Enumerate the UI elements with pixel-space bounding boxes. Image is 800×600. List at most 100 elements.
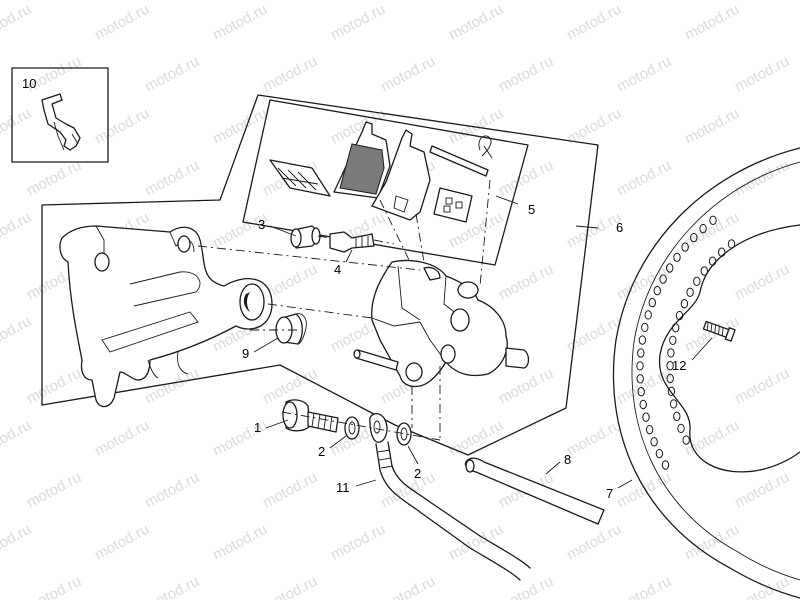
disc-hole: [669, 335, 677, 345]
callout-3: 3: [258, 217, 265, 232]
brake-pads-group-frame: [242, 99, 529, 266]
callout-12: 12: [672, 358, 686, 373]
disc-vent-holes: [636, 215, 736, 470]
watermark-text: motod.ru: [142, 157, 202, 200]
disc-hole: [659, 274, 667, 284]
watermark-text: motod.ru: [614, 573, 674, 600]
disc-hole: [648, 297, 656, 308]
watermark-text: motod.ru: [92, 1, 152, 44]
callout-9: 9: [242, 346, 249, 361]
watermark-text: motod.ru: [564, 1, 624, 44]
disc-hole: [641, 322, 649, 333]
disc-hole: [638, 335, 647, 345]
disc-hole: [690, 232, 698, 243]
watermark-text: motod.ru: [496, 157, 556, 200]
caliper-bolt-3: [290, 225, 321, 249]
disc-hole: [667, 386, 676, 396]
disc-hole: [727, 239, 736, 249]
watermark-text: motod.ru: [92, 521, 152, 564]
callout-7: 7: [606, 486, 613, 501]
disc-hole: [639, 399, 647, 410]
disc-hole: [680, 299, 689, 309]
disc-hole: [709, 215, 717, 226]
watermark-text: motod.ru: [446, 521, 506, 564]
pad-pin: [429, 135, 493, 177]
watermark-text: motod.ru: [496, 365, 556, 408]
caliper-bracket: [59, 225, 273, 408]
watermark-text: motod.ru: [142, 469, 202, 512]
callout-11: 10: [22, 76, 36, 91]
disc-hole: [645, 424, 654, 435]
breather-hose: [464, 457, 605, 525]
callout-8: 8: [564, 452, 571, 467]
disc-hole: [636, 361, 644, 371]
callout-labels: 10 3 4 5 6 9 1 2 2 11 8 7 12: [22, 76, 686, 501]
disc-hole: [718, 247, 726, 257]
watermark-text: motod.ru: [446, 105, 506, 148]
watermark-text: motod.ru: [732, 261, 792, 304]
watermark-text: motod.ru: [378, 573, 438, 600]
callout-1: 1: [254, 420, 261, 435]
disc-hole: [673, 411, 681, 421]
watermark-text: motod.ru: [446, 1, 506, 44]
watermark-text: motod.ru: [732, 469, 792, 512]
watermark-text: motod.ru: [0, 313, 34, 356]
sealing-washer-1: [344, 416, 360, 440]
watermark-text: motod.ru: [210, 521, 270, 564]
disc-hole: [666, 263, 674, 273]
watermark-text: motod.ru: [0, 105, 34, 148]
disc-hole: [650, 437, 658, 447]
watermark-text: motod.ru: [732, 157, 792, 200]
watermark-text: motod.ru: [142, 53, 202, 96]
disc-hole: [667, 348, 675, 358]
disc-hole: [686, 287, 694, 297]
disc-hole: [681, 242, 689, 252]
callout-6: 6: [616, 220, 623, 235]
watermark-text: motod.ru: [92, 105, 152, 148]
watermark-text: motod.ru: [732, 365, 792, 408]
disc-hole: [655, 448, 664, 459]
watermark-text: motod.ru: [260, 53, 320, 96]
watermark-text: motod.ru: [682, 417, 742, 460]
watermark-text: motod.ru: [378, 469, 438, 512]
banjo-bolt: [282, 399, 339, 433]
disc-hole: [675, 310, 684, 321]
callout-5: 5: [528, 202, 535, 217]
watermark-text: motod.ru: [564, 521, 624, 564]
watermark-text: motod.ru: [24, 365, 84, 408]
watermark-text: motod.ru: [24, 157, 84, 200]
watermark-text: motod.ru: [496, 261, 556, 304]
watermark-text: motod.ru: [682, 1, 742, 44]
disc-hole: [642, 412, 650, 422]
watermark-text: motod.ru: [446, 417, 506, 460]
disc-hole: [682, 435, 690, 445]
disc-hole: [699, 223, 707, 234]
disc-hole: [644, 310, 652, 320]
watermark-text: motod.ru: [24, 469, 84, 512]
disc-hole: [666, 361, 674, 371]
disc-hole: [661, 460, 670, 470]
brake-pad-rear: [371, 129, 431, 221]
watermark-text: motod.ru: [682, 105, 742, 148]
watermark-text: motod.ru: [0, 521, 34, 564]
watermark-text: motod.ru: [682, 209, 742, 252]
watermark-text: motod.ru: [142, 573, 202, 600]
watermark-text: motod.ru: [614, 157, 674, 200]
watermark-text: motod.ru: [328, 1, 388, 44]
bleed-screw: [329, 231, 375, 253]
disc-hole: [673, 252, 681, 262]
disc-hole: [672, 323, 680, 333]
callout-4: 4: [334, 262, 341, 277]
disc-hole: [637, 387, 645, 397]
watermark-text: motod.ru: [496, 53, 556, 96]
disc-hole: [666, 373, 674, 384]
watermark-text: motod.ru: [92, 417, 152, 460]
watermark-text: motod.ru: [732, 53, 792, 96]
callout-2a: 2: [318, 444, 325, 459]
watermark-text: motod.ru: [496, 573, 556, 600]
watermark-text: motod.ru: [732, 573, 792, 600]
watermark-text: motod.ru: [0, 1, 34, 44]
callout-2b: 2: [414, 466, 421, 481]
watermark-text: motod.ru: [614, 469, 674, 512]
